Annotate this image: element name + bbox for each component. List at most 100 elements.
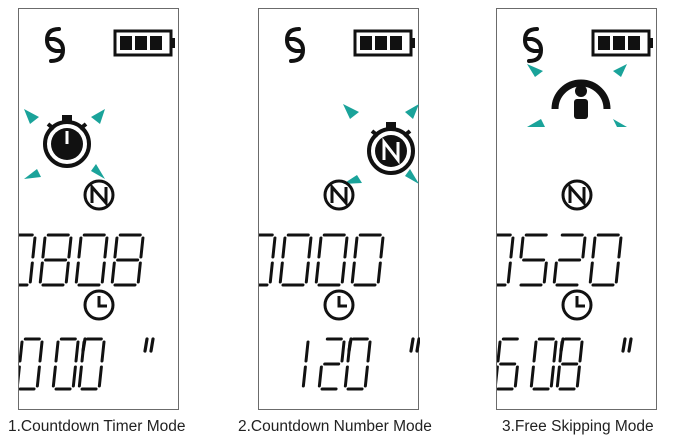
mode-caption: 3.Free Skipping Mode (502, 418, 654, 435)
lcd-segment (301, 365, 307, 388)
mode-caption: 2.Countdown Number Mode (238, 418, 432, 435)
lcd-segment (314, 261, 320, 284)
time-display (497, 337, 633, 391)
clock-icon (561, 289, 593, 321)
lcd-segment (366, 340, 372, 363)
lcd-segment (54, 340, 60, 363)
battery-icon (591, 29, 653, 57)
lcd-segment (307, 236, 313, 259)
time-display (19, 337, 155, 391)
lcd-segment (139, 236, 145, 259)
battery-icon (113, 29, 175, 57)
n-circle-icon (323, 179, 355, 211)
lcd-segment (558, 340, 564, 363)
lcd-segment (506, 261, 512, 284)
lcd-segment (343, 365, 349, 388)
lcd-segment (28, 261, 34, 284)
lcd-segment (136, 261, 142, 284)
lcd-segment (31, 236, 37, 259)
lcd-segment (38, 340, 44, 363)
n-circle-icon (83, 179, 115, 211)
lcd-segment (614, 261, 620, 284)
mode-panel-free-skipping: 0520 06'08" (496, 8, 657, 410)
lcd-tick-mark (149, 337, 155, 353)
lcd-segment (555, 365, 561, 388)
lcd-segment (591, 236, 597, 259)
lcd-segment (304, 261, 310, 284)
lcd-segment (281, 236, 287, 259)
lcd-segment (509, 236, 515, 259)
lcd-segment (304, 340, 310, 363)
lcd-segment (343, 236, 349, 259)
lcd-segment (617, 236, 623, 259)
mode-panel-countdown-number: 0000 0 1'20" (258, 8, 420, 410)
lcd-segment (519, 236, 525, 259)
lcd-segment (19, 340, 24, 363)
lcd-segment (379, 236, 385, 259)
lcd-segment (77, 365, 83, 388)
lcd-segment (67, 236, 73, 259)
lcd-tick-mark (409, 337, 415, 353)
lcd-segment (64, 261, 70, 284)
clock-icon (83, 289, 115, 321)
lcd-segment (532, 340, 538, 363)
lcd-segment (340, 261, 346, 284)
lcd-segment (41, 236, 47, 259)
lcd-segment (552, 261, 558, 284)
mode-panel-countdown-timer: 0808 00'00" (18, 8, 179, 410)
lcd-segment (317, 236, 323, 259)
lcd-segment (38, 261, 44, 284)
time-display (301, 337, 420, 391)
lcd-segment (100, 261, 106, 284)
lcd-segment (542, 261, 548, 284)
lcd-segment (97, 365, 103, 388)
lcd-segment (340, 340, 346, 363)
lcd-segment (100, 340, 106, 363)
clock-icon (323, 289, 355, 321)
lcd-segment (80, 340, 86, 363)
lcd-segment (353, 236, 359, 259)
stopwatch-icon (24, 109, 105, 179)
lcd-segment (317, 365, 323, 388)
lcd-segment (588, 261, 594, 284)
lcd-segment (74, 340, 80, 363)
lcd-tick-mark (627, 337, 633, 353)
n-circle-icon (561, 179, 593, 211)
lcd-segment (529, 365, 535, 388)
lcd-segment (549, 365, 555, 388)
count-stopwatch-icon (343, 104, 419, 184)
lcd-segment (77, 236, 83, 259)
lcd-segment (575, 365, 581, 388)
lcd-segment (110, 261, 116, 284)
lcd-tick-mark (415, 337, 420, 353)
lcd-segment (513, 365, 519, 388)
lcd-screen (497, 27, 653, 391)
lcd-segment (278, 261, 284, 284)
count-display (19, 233, 145, 287)
lcd-segment (74, 261, 80, 284)
lcd-segment (35, 365, 41, 388)
link-icon (44, 27, 66, 63)
lcd-screen (259, 27, 420, 391)
lcd-segment (376, 261, 382, 284)
lcd-segment (497, 340, 502, 363)
battery-icon (353, 29, 415, 57)
lcd-segment (346, 340, 352, 363)
lcd-segment (350, 261, 356, 284)
lcd-tick-mark (143, 337, 149, 353)
lcd-segment (71, 365, 77, 388)
count-display (497, 233, 623, 287)
lcd-segment (552, 340, 558, 363)
lcd-segment (581, 236, 587, 259)
lcd-screen (19, 27, 175, 391)
count-display (259, 233, 385, 287)
jumper-icon (527, 64, 627, 127)
lcd-segment (51, 365, 57, 388)
link-icon (522, 27, 544, 63)
lcd-tick-mark (621, 337, 627, 353)
lcd-segment (113, 236, 119, 259)
link-icon (284, 27, 306, 63)
lcd-segment (103, 236, 109, 259)
mode-caption: 1.Countdown Timer Mode (8, 418, 186, 435)
lcd-segment (268, 261, 274, 284)
